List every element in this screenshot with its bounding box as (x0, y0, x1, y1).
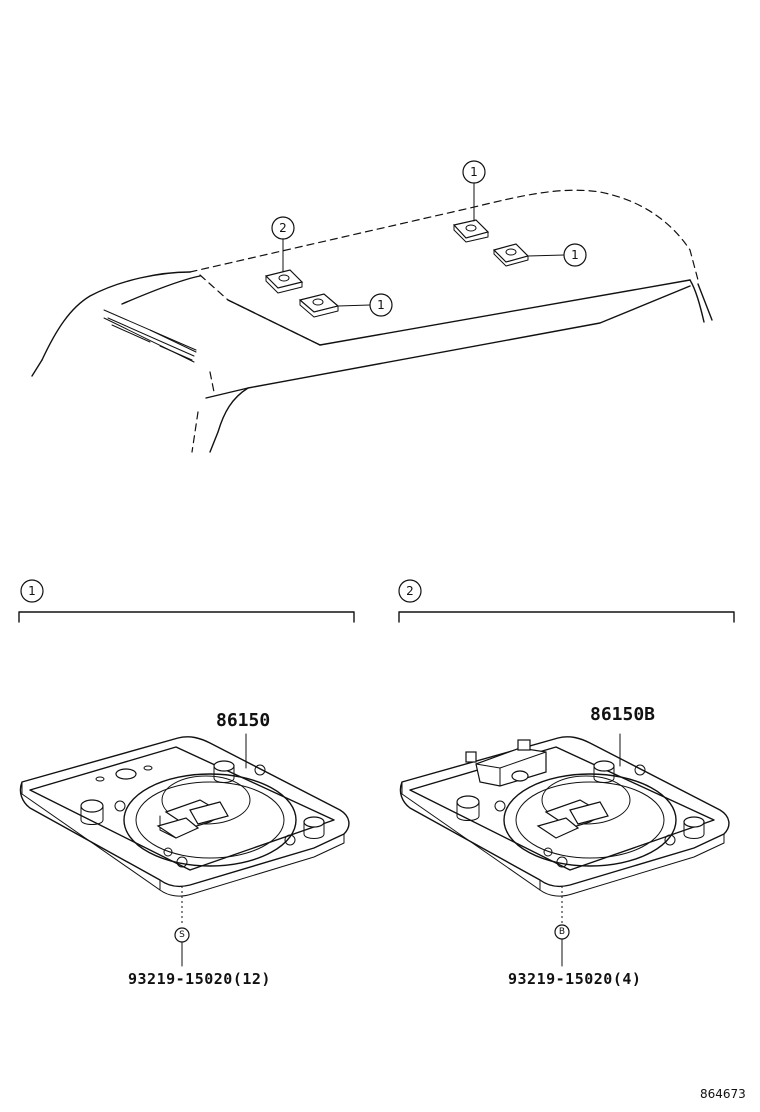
left-screw-label: 93219-15020(12) (128, 970, 271, 988)
mounting-boss (456, 760, 705, 839)
roof-vent-slots (103, 309, 197, 363)
vehicle-roof-illustration (31, 189, 713, 453)
roof-speaker-mount-4 (264, 269, 304, 294)
section-1-header: 1 (18, 579, 355, 623)
connector-bracket (465, 739, 547, 787)
section-2-header: 2 (398, 579, 735, 623)
callout-top-1b: 1 (527, 243, 587, 267)
right-screw-label: 93219-15020(4) (508, 970, 641, 988)
right-speaker-assembly: 86150B B 93219-15020(4) (399, 704, 730, 988)
section-1-number: 1 (28, 584, 36, 598)
section-2-number: 2 (406, 584, 414, 598)
roof-speaker-mount-1 (452, 219, 490, 243)
left-speaker-assembly: 86150 S 93219-15020(12) (19, 710, 350, 988)
callout-top-1b-text: 1 (571, 248, 579, 262)
left-part-number: 86150 (216, 710, 270, 731)
callout-top-1a-text: 1 (470, 165, 478, 179)
callout-top-1c-text: 1 (377, 298, 385, 312)
callout-top-2-text: 2 (279, 221, 287, 235)
right-part-number: 86150B (590, 704, 655, 725)
diagram-reference-number: 864673 (700, 1087, 746, 1101)
callout-top-1c: 1 (337, 293, 393, 317)
mounting-boss (80, 760, 325, 839)
roof-speaker-mount-3 (298, 293, 340, 318)
right-screw-marker: B (559, 927, 565, 937)
callout-top-2: 2 (271, 216, 295, 273)
callout-top-1a: 1 (462, 160, 486, 222)
roof-speaker-mount-2 (492, 243, 530, 267)
left-screw-marker: S (179, 930, 185, 940)
